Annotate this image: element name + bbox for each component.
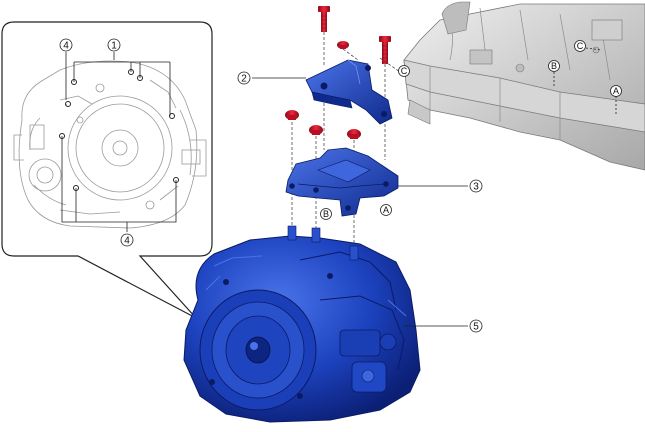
svg-text:B: B	[551, 61, 557, 71]
callout-4-bottom: 4	[120, 233, 134, 247]
frame-letter-a: A	[610, 85, 622, 97]
callout-5: 5	[469, 319, 483, 333]
side-member-frame-icon: B C A	[403, 1, 645, 171]
svg-text:1: 1	[111, 41, 117, 52]
bracket-letter-c: C	[398, 65, 410, 77]
mounting-bolt-icon	[318, 6, 330, 32]
bracket-letter-b: B	[320, 208, 332, 220]
mounting-bolt-icon	[337, 41, 349, 49]
svg-text:A: A	[613, 86, 619, 96]
frame-letter-c: C	[574, 40, 586, 52]
frame-markers	[553, 47, 617, 116]
lower-bolts	[285, 110, 361, 139]
inset-leaders	[61, 52, 177, 232]
inset-frame	[1, 21, 213, 319]
transaxle-side-view-icon	[13, 60, 207, 229]
svg-text:2: 2	[241, 74, 247, 85]
svg-text:4: 4	[63, 41, 69, 52]
transaxle-mount-bracket-icon	[285, 147, 399, 217]
top-bolts	[318, 6, 391, 64]
transaxle-assembly-icon	[183, 225, 421, 423]
svg-text:5: 5	[473, 322, 479, 333]
svg-text:3: 3	[473, 182, 479, 193]
svg-text:B: B	[323, 209, 329, 219]
inset-panel: 1 4 4	[1, 21, 213, 319]
mounting-bolt-icon	[379, 36, 391, 64]
mounting-bolt-icon	[285, 110, 299, 120]
callout-4-top: 4	[59, 38, 73, 52]
callout-2: 2	[237, 71, 251, 85]
svg-text:C: C	[577, 41, 584, 51]
callout-3: 3	[469, 179, 483, 193]
svg-text:C: C	[401, 66, 408, 76]
bracket-letter-a: A	[380, 204, 392, 216]
upper-bracket-icon	[305, 59, 393, 125]
leader-lines	[252, 77, 468, 327]
mounting-bolt-icon	[347, 129, 361, 139]
callout-1: 1	[107, 38, 121, 52]
svg-text:4: 4	[124, 236, 130, 247]
frame-letter-b: B	[548, 60, 560, 72]
mounting-bolt-icon	[309, 125, 323, 135]
svg-text:A: A	[383, 205, 389, 215]
